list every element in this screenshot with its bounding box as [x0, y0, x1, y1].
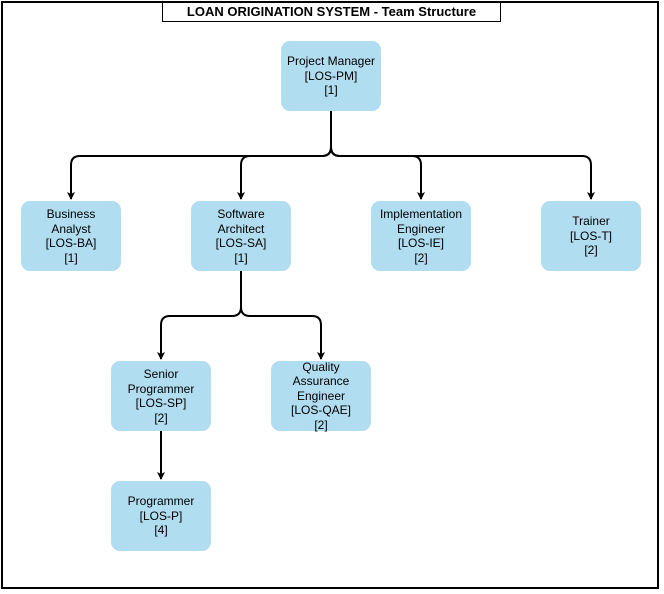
node-count: [1]	[234, 250, 248, 265]
diagram-title: LOAN ORIGINATION SYSTEM - Team Structure	[162, 2, 501, 22]
node-count: [2]	[584, 243, 598, 258]
node-code: [LOS-T]	[569, 228, 612, 243]
node-label: Analyst	[51, 221, 91, 236]
node-software-architect: Software Architect [LOS-SA] [1]	[191, 201, 291, 271]
node-label: Engineer	[396, 221, 446, 236]
node-count: [2]	[414, 250, 428, 265]
edge-pm-sa	[237, 111, 332, 200]
node-count: [2]	[314, 417, 328, 432]
node-trainer: Trainer [LOS-T] [2]	[541, 201, 641, 271]
node-label: Project Manager	[286, 54, 376, 69]
node-count: [4]	[154, 523, 168, 538]
node-business-analyst: Business Analyst [LOS-BA] [1]	[21, 201, 121, 271]
node-label: Implementation	[379, 207, 463, 221]
node-label: Programmer	[127, 494, 195, 509]
node-label: Architect	[217, 221, 265, 236]
node-code: [LOS-SP]	[135, 396, 187, 410]
node-label: Assurance	[292, 374, 350, 389]
node-code: [LOS-PM]	[304, 68, 358, 83]
node-label: Engineer	[296, 388, 346, 403]
edge-sa-qae	[240, 271, 325, 360]
node-code: [LOS-IE]	[397, 236, 444, 250]
node-label: Programmer	[127, 381, 195, 396]
node-count: [1]	[64, 250, 78, 265]
node-count: [1]	[324, 83, 338, 98]
node-code: [LOS-QAE]	[290, 403, 352, 418]
node-code: [LOS-P]	[139, 508, 183, 523]
node-count: [2]	[154, 410, 168, 425]
node-label: Trainer	[572, 214, 610, 229]
edge-pm-t	[330, 111, 595, 200]
node-project-manager: Project Manager [LOS-PM] [1]	[281, 41, 381, 111]
node-code: [LOS-BA]	[45, 236, 97, 250]
node-programmer: Programmer [LOS-P] [4]	[111, 481, 211, 551]
node-label: Business	[46, 207, 96, 221]
node-label: Quality	[302, 359, 340, 374]
node-quality-assurance-engineer: Quality Assurance Engineer [LOS-QAE] [2]	[271, 359, 371, 432]
node-label: Senior	[143, 367, 179, 381]
node-code: [LOS-SA]	[215, 236, 267, 250]
node-senior-programmer: Senior Programmer [LOS-SP] [2]	[111, 361, 211, 431]
edge-sa-sp	[157, 271, 242, 360]
node-implementation-engineer: Implementation Engineer [LOS-IE] [2]	[371, 201, 471, 271]
node-label: Software	[217, 207, 265, 221]
